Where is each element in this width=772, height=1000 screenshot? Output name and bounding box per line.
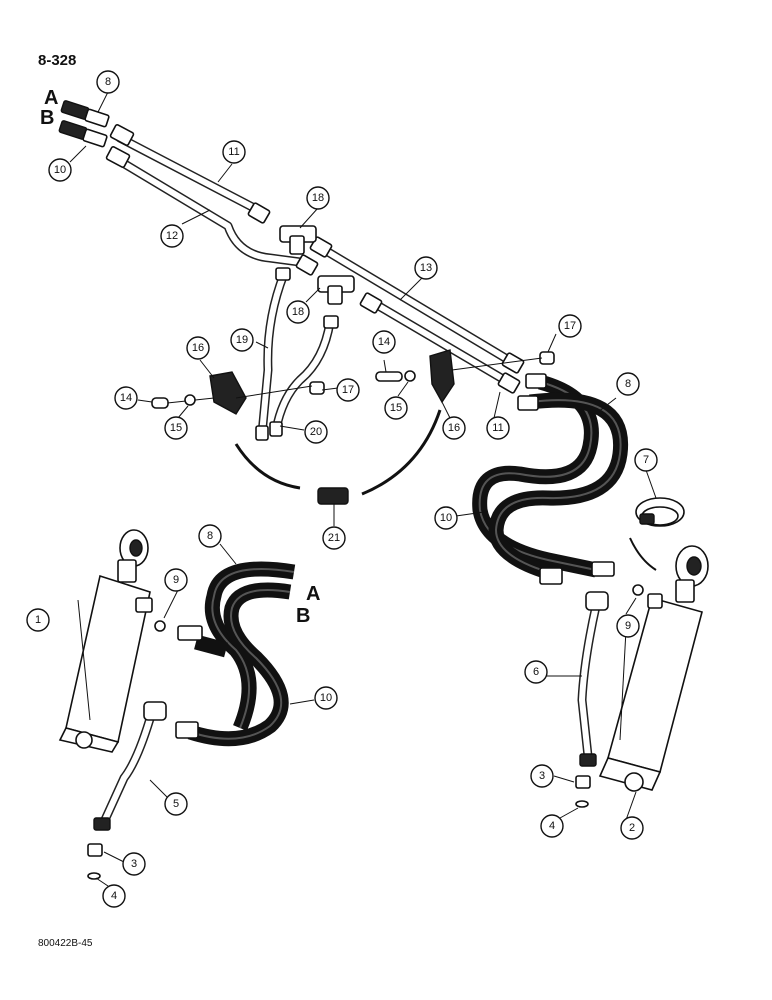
callout-16-left: 16 bbox=[186, 336, 210, 360]
callout-11-upper: 11 bbox=[222, 140, 246, 164]
callout-19: 19 bbox=[230, 328, 254, 352]
tube-right-lower bbox=[575, 584, 644, 808]
callout-16-right: 16 bbox=[442, 416, 466, 440]
svg-text:5: 5 bbox=[173, 798, 179, 810]
callout-6: 6 bbox=[524, 660, 548, 684]
callout-13: 13 bbox=[414, 256, 438, 280]
port-label-b-hose: B bbox=[296, 605, 310, 627]
callout-20: 20 bbox=[304, 420, 328, 444]
band-clamp bbox=[629, 497, 685, 571]
svg-text:4: 4 bbox=[549, 820, 555, 832]
svg-text:19: 19 bbox=[236, 334, 248, 346]
svg-text:9: 9 bbox=[625, 620, 631, 632]
svg-text:15: 15 bbox=[390, 402, 402, 414]
svg-text:20: 20 bbox=[310, 426, 322, 438]
callout-12: 12 bbox=[160, 224, 184, 248]
clamp-assembly-left bbox=[151, 371, 325, 415]
tee-fittings bbox=[279, 225, 355, 305]
cylinder-right bbox=[598, 545, 709, 792]
callout-14-right: 14 bbox=[372, 330, 396, 354]
svg-text:10: 10 bbox=[54, 164, 66, 176]
callout-14-left: 14 bbox=[114, 386, 138, 410]
svg-text:9: 9 bbox=[173, 574, 179, 586]
svg-text:11: 11 bbox=[492, 422, 503, 434]
callout-5: 5 bbox=[164, 792, 188, 816]
port-label-b-top: B bbox=[40, 107, 54, 129]
svg-text:1: 1 bbox=[35, 614, 41, 626]
svg-text:8: 8 bbox=[105, 76, 111, 88]
callout-11-lower: 11 bbox=[486, 416, 510, 440]
svg-text:16: 16 bbox=[448, 422, 460, 434]
svg-text:10: 10 bbox=[440, 512, 452, 524]
callout-18-upper: 18 bbox=[306, 186, 330, 210]
svg-text:18: 18 bbox=[292, 306, 304, 318]
callout-10-right: 10 bbox=[434, 506, 458, 530]
svg-text:8: 8 bbox=[625, 378, 631, 390]
svg-text:12: 12 bbox=[166, 230, 178, 242]
callout-10-left: 10 bbox=[314, 686, 338, 710]
svg-text:6: 6 bbox=[533, 666, 539, 678]
top-fittings bbox=[58, 100, 110, 148]
support-arcs bbox=[234, 409, 442, 505]
svg-text:8: 8 bbox=[207, 530, 213, 542]
svg-text:11: 11 bbox=[228, 146, 239, 158]
svg-text:15: 15 bbox=[170, 422, 182, 434]
callout-1: 1 bbox=[26, 608, 50, 632]
clamp-assembly-right bbox=[375, 349, 555, 404]
tube-left-lower bbox=[87, 701, 167, 880]
callout-15-left: 15 bbox=[164, 416, 188, 440]
svg-text:3: 3 bbox=[131, 858, 137, 870]
cylinder-left bbox=[58, 529, 153, 753]
callout-8-right: 8 bbox=[616, 372, 640, 396]
tube-nuts bbox=[105, 124, 525, 441]
svg-text:17: 17 bbox=[342, 384, 354, 396]
svg-text:16: 16 bbox=[192, 342, 204, 354]
svg-text:14: 14 bbox=[378, 336, 390, 348]
callout-10-top: 10 bbox=[48, 158, 72, 182]
hoses-left bbox=[154, 561, 296, 747]
steel-tubes bbox=[113, 133, 517, 439]
callout-17-left: 17 bbox=[336, 378, 360, 402]
svg-text:7: 7 bbox=[643, 454, 649, 466]
callout-4-left: 4 bbox=[102, 884, 126, 908]
callout-3-right: 3 bbox=[530, 764, 554, 788]
callout-21: 21 bbox=[322, 526, 346, 550]
svg-text:21: 21 bbox=[328, 532, 340, 544]
callout-8-top: 8 bbox=[96, 70, 120, 94]
callout-3-left: 3 bbox=[122, 852, 146, 876]
callout-15-right: 15 bbox=[384, 396, 408, 420]
page-number: 8-328 bbox=[38, 52, 77, 69]
port-label-a-top: A bbox=[44, 87, 58, 109]
callout-9-right: 9 bbox=[616, 614, 640, 638]
hoses-right bbox=[472, 373, 629, 585]
callout-leaders bbox=[69, 91, 657, 887]
callout-18-lower: 18 bbox=[286, 300, 310, 324]
figure-code: 800422B-45 bbox=[38, 938, 93, 949]
svg-text:18: 18 bbox=[312, 192, 324, 204]
svg-text:14: 14 bbox=[120, 392, 132, 404]
svg-text:4: 4 bbox=[111, 890, 117, 902]
port-label-a-hose: A bbox=[306, 583, 320, 605]
svg-text:17: 17 bbox=[564, 320, 576, 332]
svg-text:3: 3 bbox=[539, 770, 545, 782]
callout-9-left: 9 bbox=[164, 568, 188, 592]
svg-text:10: 10 bbox=[320, 692, 332, 704]
svg-text:2: 2 bbox=[629, 822, 635, 834]
svg-text:13: 13 bbox=[420, 262, 432, 274]
callout-4-right: 4 bbox=[540, 814, 564, 838]
callout-8-left: 8 bbox=[198, 524, 222, 548]
callout-2: 2 bbox=[620, 816, 644, 840]
callout-7: 7 bbox=[634, 448, 658, 472]
callout-17-right: 17 bbox=[558, 314, 582, 338]
